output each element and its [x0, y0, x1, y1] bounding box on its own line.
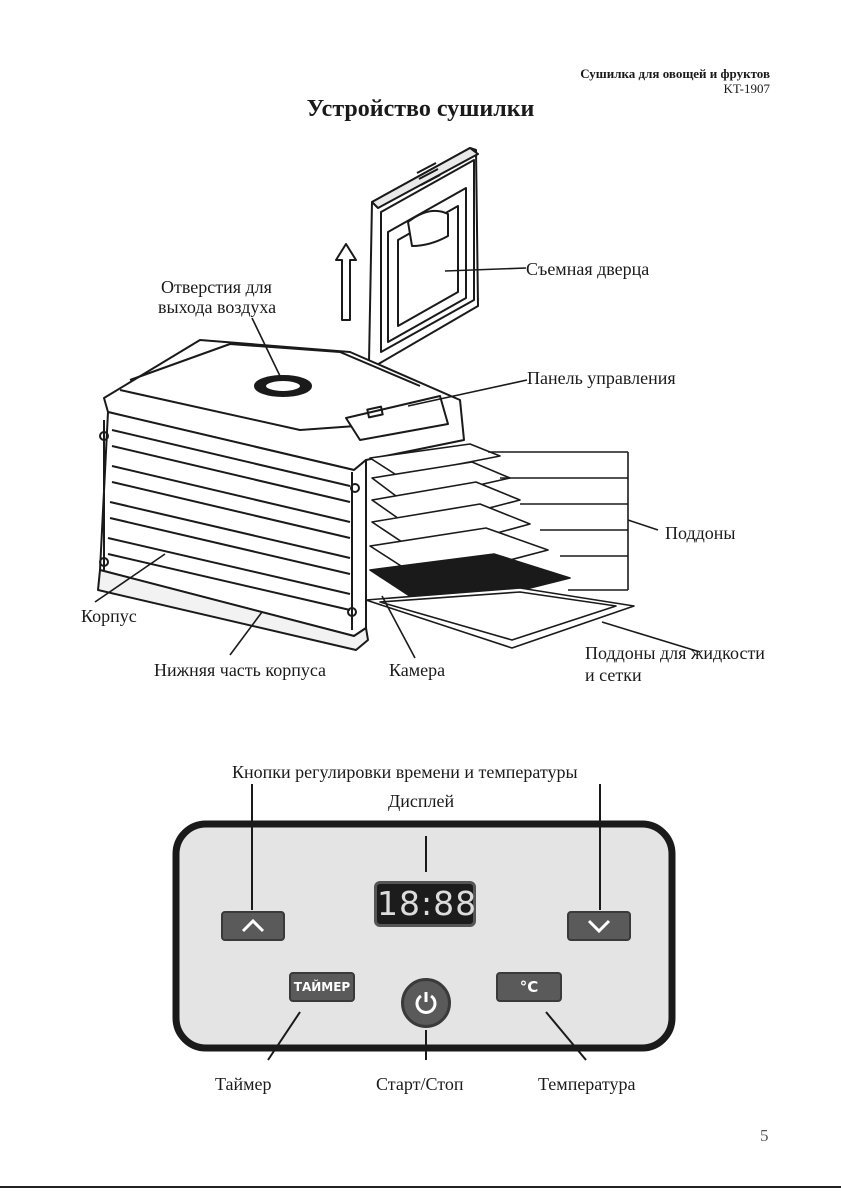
- label-temperature: Температура: [538, 1073, 635, 1095]
- trays-drawing: [366, 444, 634, 648]
- timer-button[interactable]: ТАЙМЕР: [289, 972, 355, 1002]
- dryer-illustration: [0, 0, 841, 700]
- label-bottom: Нижняя часть корпуса: [154, 659, 326, 681]
- page-number: 5: [760, 1126, 769, 1146]
- label-liquid-trays-line2: и сетки: [585, 664, 642, 686]
- label-display: Дисплей: [388, 790, 454, 812]
- label-timer: Таймер: [215, 1073, 272, 1095]
- door-drawing: [369, 148, 478, 366]
- label-trays: Поддоны: [665, 522, 736, 544]
- label-vents-line1: Отверстия для: [161, 276, 272, 298]
- temperature-button[interactable]: °C: [496, 972, 562, 1002]
- lift-arrow-icon: [336, 244, 356, 320]
- air-vent-icon: [255, 376, 311, 396]
- chevron-down-icon: [586, 918, 612, 934]
- label-liquid-trays-line1: Поддоны для жидкости: [585, 642, 765, 664]
- up-button[interactable]: [221, 911, 285, 941]
- label-door: Съемная дверца: [526, 258, 649, 280]
- time-display: 18:88: [374, 881, 476, 927]
- label-body: Корпус: [81, 605, 137, 627]
- down-button[interactable]: [567, 911, 631, 941]
- label-adjust-buttons: Кнопки регулировки времени и температуры: [232, 761, 578, 783]
- start-stop-button[interactable]: [401, 978, 451, 1028]
- label-chamber: Камера: [389, 659, 445, 681]
- label-start-stop: Старт/Стоп: [376, 1073, 464, 1095]
- label-control-panel: Панель управления: [527, 367, 676, 389]
- page-bottom-rule: [0, 1186, 841, 1188]
- label-vents-line2: выхода воздуха: [158, 296, 276, 318]
- chevron-up-icon: [240, 918, 266, 934]
- power-icon: [413, 990, 439, 1016]
